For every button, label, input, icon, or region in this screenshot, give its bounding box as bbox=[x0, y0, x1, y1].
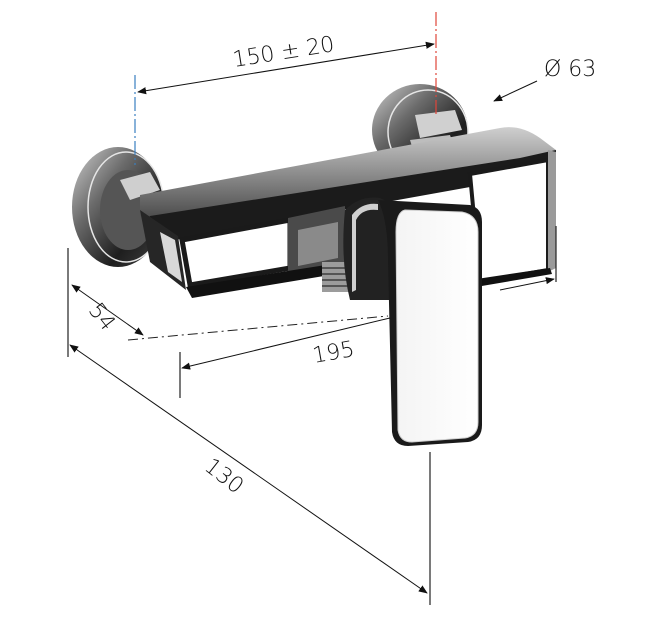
dimension-depth-54: 54 bbox=[71, 284, 144, 336]
dimension-rosette-diameter: Ø 63 bbox=[493, 57, 596, 102]
dim-label-150: 150 ± 20 bbox=[231, 32, 336, 73]
faucet-illustration bbox=[72, 84, 556, 446]
dim-label-diameter: Ø 63 bbox=[544, 57, 596, 82]
dim-label-195: 195 bbox=[311, 337, 357, 369]
left-wall-rosette bbox=[72, 147, 165, 267]
mixer-lever-handle bbox=[378, 200, 482, 446]
dim-label-54: 54 bbox=[83, 298, 120, 335]
dimension-center-distance: 150 ± 20 bbox=[137, 32, 435, 95]
dimension-depth-130: 130 bbox=[69, 344, 428, 594]
dim-label-130: 130 bbox=[199, 454, 247, 500]
wall-plane-line bbox=[127, 315, 389, 341]
